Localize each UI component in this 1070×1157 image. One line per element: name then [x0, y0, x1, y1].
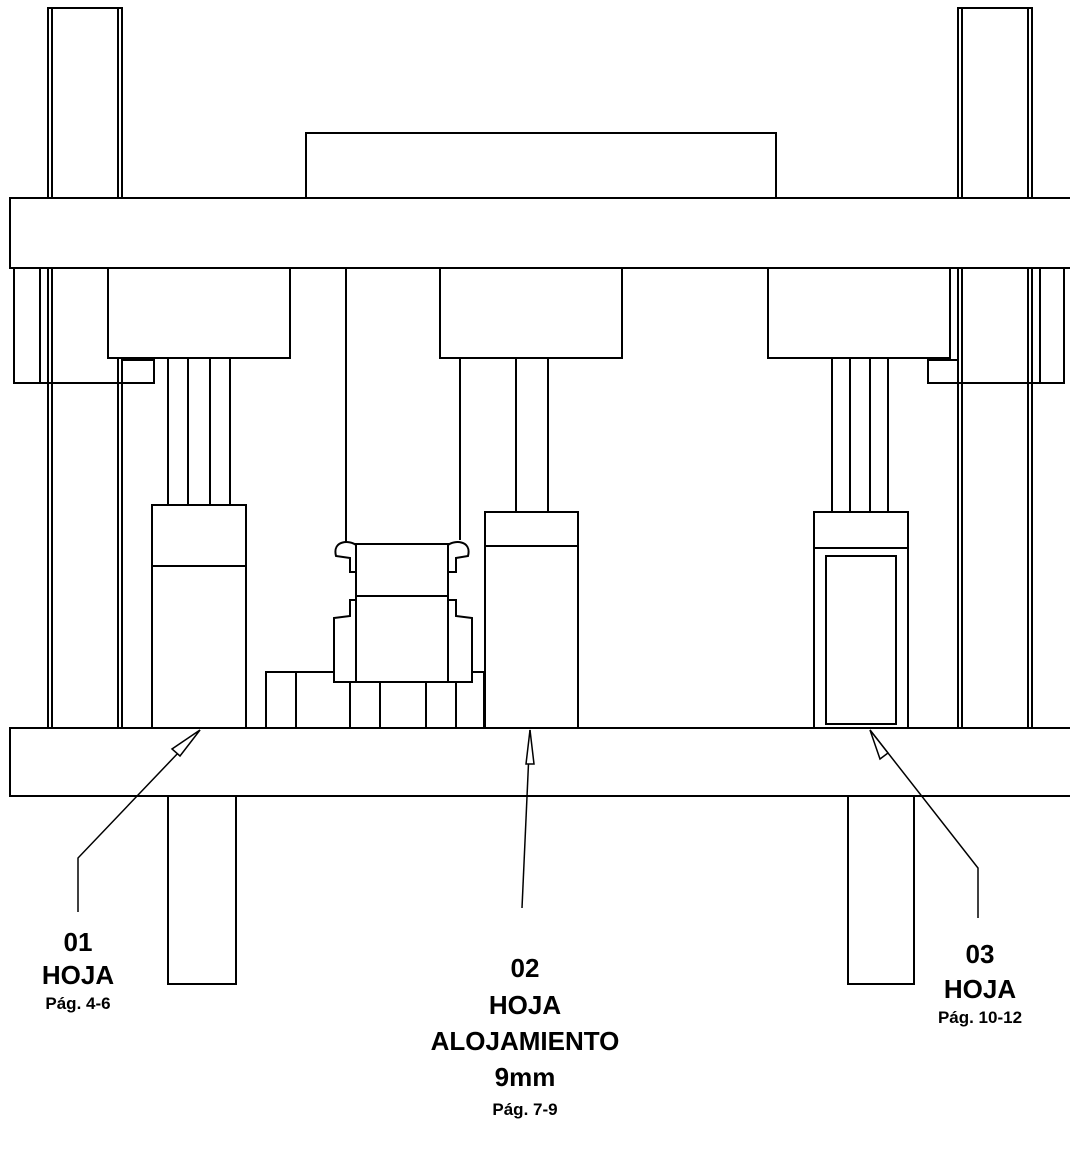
top-plate: [9, 197, 1070, 269]
formed-part: [333, 541, 473, 683]
top-shank: [305, 132, 777, 200]
callout-01-word: HOJA: [41, 960, 115, 990]
leader-03: [869, 729, 979, 918]
callout-02: 02 HOJA ALOJAMIENTO 9mm Pág. 7-9: [405, 953, 645, 1121]
callout-03-pages: Pág. 10-12: [937, 1008, 1023, 1027]
leader-02: [521, 729, 535, 909]
left-guide-post: [47, 7, 123, 729]
punch-center: [459, 358, 579, 729]
callout-02-pages: Pág. 7-9: [492, 1100, 558, 1119]
leader-01: [77, 729, 201, 912]
callout-01-number: 01: [63, 927, 93, 957]
callout-03-number: 03: [965, 939, 995, 969]
callout-03: 03 HOJA Pág. 10-12: [910, 939, 1050, 1029]
callout-02-number: 02: [510, 953, 540, 983]
punch-holder-center: [439, 267, 623, 359]
callout-03-word: HOJA: [943, 974, 1017, 1004]
punch-holder-left: [107, 267, 291, 359]
lower-leg-right: [847, 795, 915, 985]
punch-holder-right: [767, 267, 951, 359]
callout-01: 01 HOJA Pág. 4-6: [18, 927, 138, 1015]
callout-01-pages: Pág. 4-6: [45, 994, 111, 1013]
callout-02-word: HOJA: [488, 990, 562, 1020]
punch-left: [151, 358, 247, 729]
punch-right: [813, 358, 909, 729]
right-guide-bushing: [927, 268, 1065, 384]
right-guide-post: [957, 7, 1033, 729]
lower-leg-left: [167, 795, 237, 985]
callout-02-extra-2: 9mm: [494, 1062, 556, 1092]
callout-02-extra-1: ALOJAMIENTO: [430, 1026, 620, 1056]
